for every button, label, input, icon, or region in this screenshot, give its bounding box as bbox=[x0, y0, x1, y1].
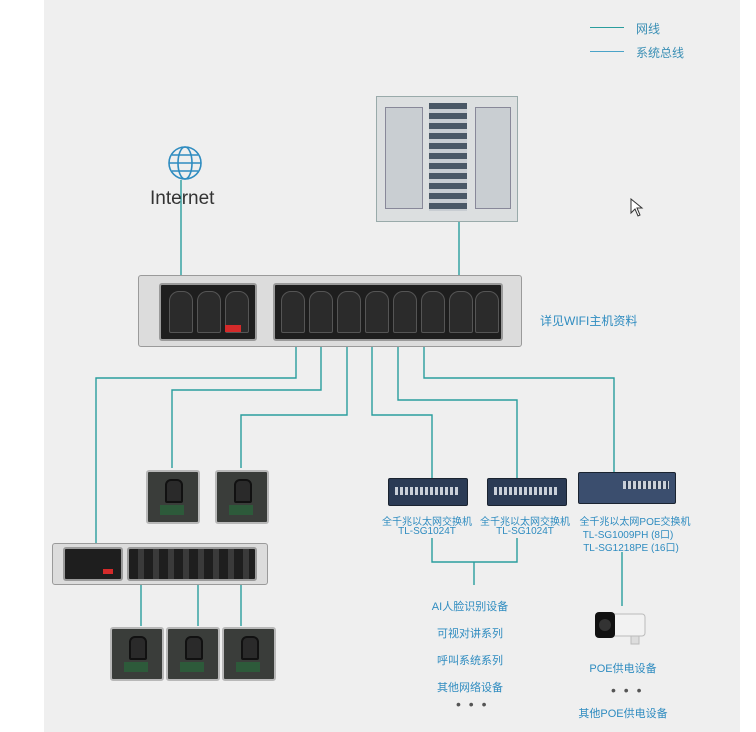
jack bbox=[281, 291, 305, 333]
jack bbox=[393, 291, 417, 333]
switch-1 bbox=[388, 478, 468, 506]
wall-box bbox=[110, 627, 164, 681]
red-indicator bbox=[225, 325, 241, 332]
controller-cards bbox=[429, 103, 467, 211]
jack bbox=[309, 291, 333, 333]
sub-patch-panel bbox=[52, 543, 268, 585]
link-switch3 bbox=[423, 330, 615, 472]
jack bbox=[197, 291, 221, 333]
wall-box bbox=[146, 470, 200, 524]
sub-panel-right-block bbox=[127, 547, 257, 581]
poe-switch-name: 全千兆以太网POE交换机 bbox=[579, 517, 691, 528]
red-indicator bbox=[103, 569, 113, 574]
poe-switch-model-1: TL-SG1009PH (8口) bbox=[582, 530, 674, 541]
more-devices: • • • bbox=[456, 696, 489, 712]
wall-box bbox=[222, 627, 276, 681]
jack bbox=[337, 291, 361, 333]
jack bbox=[449, 291, 473, 333]
cursor-icon bbox=[630, 198, 644, 217]
controller-unit bbox=[376, 96, 518, 222]
jack bbox=[169, 291, 193, 333]
switch-bus bbox=[431, 538, 518, 563]
panel-right-block bbox=[273, 283, 503, 341]
other-poe-label: 其他POE供电设备 bbox=[578, 708, 668, 720]
controller-right-module bbox=[475, 107, 511, 209]
link-wall1 bbox=[171, 330, 322, 468]
switch-2-name: 全千兆以太网交换机 bbox=[480, 517, 570, 528]
poe-switch bbox=[578, 472, 676, 504]
link-wall2 bbox=[240, 330, 348, 468]
link-switch1 bbox=[371, 330, 433, 478]
camera-icon bbox=[595, 612, 646, 645]
switch-1-name: 全千兆以太网交换机 bbox=[382, 517, 472, 528]
wall-box bbox=[166, 627, 220, 681]
device-other-network: 其他网络设备 bbox=[437, 682, 503, 694]
host-label: 详见WIFI主机资料 bbox=[540, 314, 638, 328]
more-poe: • • • bbox=[611, 682, 644, 698]
legend-network-label: 网线 bbox=[636, 22, 661, 36]
controller-left-module bbox=[385, 107, 423, 209]
jack bbox=[365, 291, 389, 333]
switch-1-model: TL-SG1024T bbox=[398, 526, 456, 537]
internet-label: Internet bbox=[150, 188, 215, 209]
device-ai-face: AI人脸识别设备 bbox=[431, 601, 509, 613]
poe-device-label: POE供电设备 bbox=[589, 663, 657, 675]
panel-left-block bbox=[159, 283, 257, 341]
jack bbox=[421, 291, 445, 333]
jack bbox=[475, 291, 499, 333]
link-switch2 bbox=[397, 330, 518, 478]
switch-2-model: TL-SG1024T bbox=[496, 526, 554, 537]
legend-bus-line bbox=[590, 51, 624, 52]
globe-icon bbox=[168, 146, 202, 180]
sub-panel-left-block bbox=[63, 547, 123, 581]
switch-2 bbox=[487, 478, 567, 506]
wall-box bbox=[215, 470, 269, 524]
device-intercom: 可视对讲系列 bbox=[437, 628, 503, 640]
main-patch-panel bbox=[138, 275, 522, 347]
legend-bus-label: 系统总线 bbox=[636, 46, 685, 60]
poe-switch-model-2: TL-SG1218PE (16口) bbox=[583, 543, 679, 554]
device-call-system: 呼叫系统系列 bbox=[437, 655, 503, 667]
legend-network-line bbox=[590, 27, 624, 28]
link-subpanel bbox=[95, 330, 297, 545]
